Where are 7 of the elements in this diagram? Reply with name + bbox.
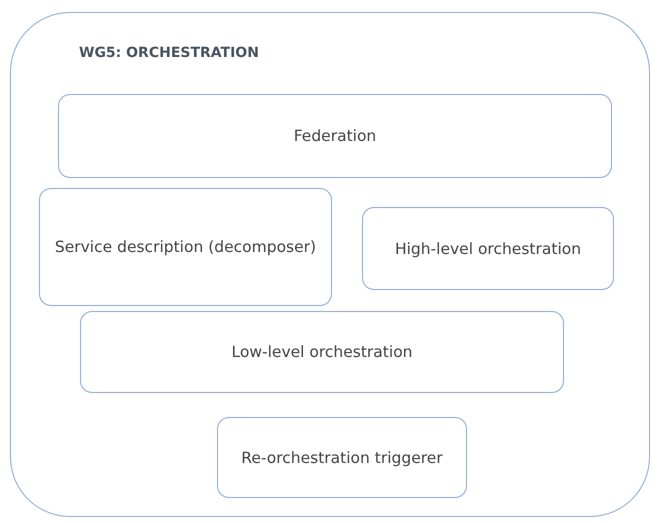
component-box: Federation bbox=[58, 94, 612, 178]
group-panel bbox=[10, 12, 650, 517]
component-box: Service description (decomposer) bbox=[39, 188, 332, 306]
component-box: Re-orchestration triggerer bbox=[217, 417, 467, 498]
group-title: WG5: ORCHESTRATION bbox=[79, 45, 259, 61]
component-box: High-level orchestration bbox=[362, 207, 614, 290]
component-box: Low-level orchestration bbox=[80, 311, 564, 393]
